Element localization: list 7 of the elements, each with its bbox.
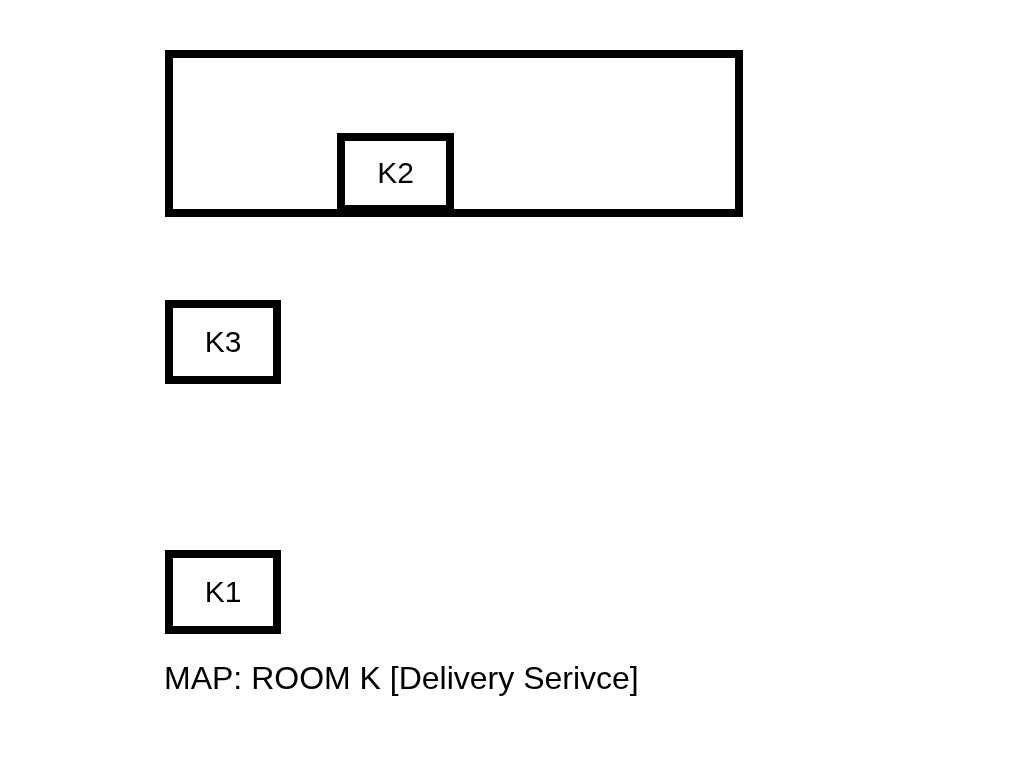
room-box (165, 550, 281, 634)
room-label: K1 (204, 575, 242, 609)
room-box (165, 300, 281, 384)
room-outline (165, 50, 743, 217)
room-label: K2 (377, 156, 414, 190)
map-caption: MAP: ROOM K [Delivery Serivce] (164, 660, 639, 697)
room-label: K3 (204, 325, 242, 359)
